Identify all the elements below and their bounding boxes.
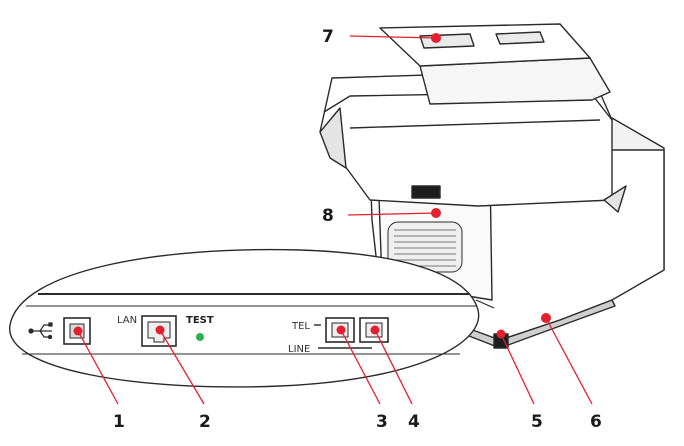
tel-label: TEL (291, 321, 310, 332)
callout-6: 6 (590, 412, 602, 432)
magnifier-lens (9, 248, 480, 388)
port-panel-magnifier: LAN TEST TEL LINE (9, 248, 495, 388)
marker-1 (73, 326, 83, 336)
usb-port (63, 317, 91, 345)
callout-4: 4 (408, 412, 420, 432)
adf-guide (419, 33, 475, 49)
marker-6 (541, 313, 551, 323)
leader-1 (77, 330, 119, 405)
callout-1: 1 (113, 412, 125, 432)
line-label: LINE (288, 344, 310, 355)
test-label: TEST (186, 315, 214, 326)
callout-markers (73, 33, 551, 339)
callout-leaders (77, 35, 593, 405)
right-rail (603, 185, 627, 213)
marker-4 (370, 325, 380, 335)
left-rail (319, 107, 347, 169)
marker-3 (336, 325, 346, 335)
marker-5 (496, 329, 506, 339)
lan-label: LAN (117, 315, 137, 326)
adf-guide-right (495, 31, 545, 45)
callout-7: 7 (322, 27, 334, 47)
leader-3 (340, 329, 381, 405)
leader-7 (349, 35, 437, 39)
vent-grille (387, 221, 463, 273)
test-led (196, 333, 204, 341)
callout-8: 8 (322, 206, 334, 226)
leader-8 (347, 212, 437, 216)
scanner-lid-edge (349, 119, 601, 129)
callout-3: 3 (376, 412, 388, 432)
rear-latch (411, 185, 441, 199)
leader-4 (374, 329, 413, 405)
callout-numbers: 1 2 3 4 5 6 7 8 (113, 27, 602, 432)
usb-icon (28, 322, 53, 340)
marker-7 (431, 33, 441, 43)
callout-5: 5 (531, 412, 543, 432)
leader-6 (545, 317, 593, 405)
leader-5 (500, 333, 535, 405)
marker-8 (431, 208, 441, 218)
leader-2 (159, 329, 205, 405)
magnifier-leader (475, 299, 495, 309)
callout-2: 2 (199, 412, 211, 432)
marker-2 (155, 325, 165, 335)
adf-tray (379, 23, 591, 67)
